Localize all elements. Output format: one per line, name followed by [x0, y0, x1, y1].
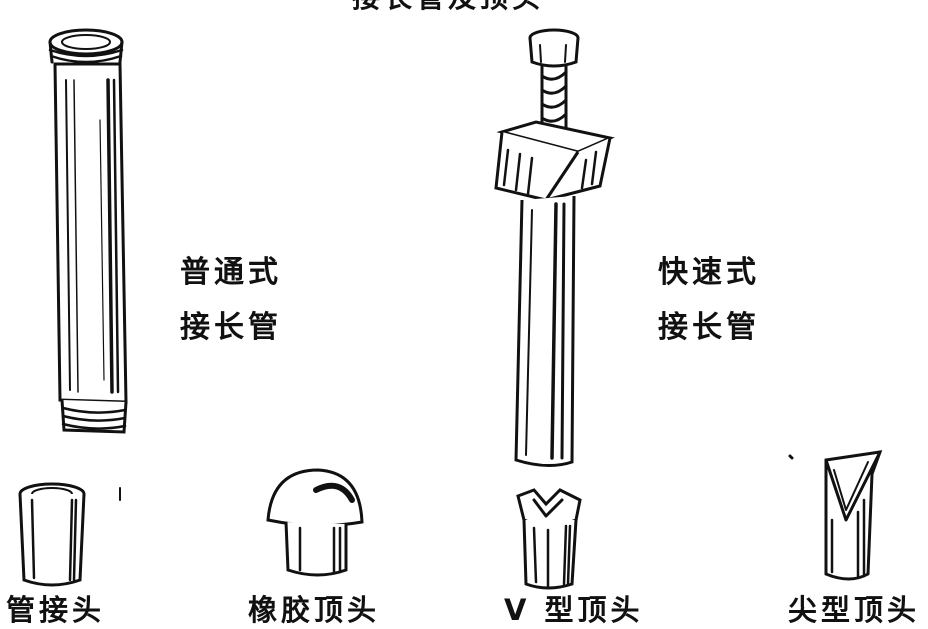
normal-pipe-label-line1: 普通式 [180, 255, 282, 290]
pipe-joint-label: 管接头 [6, 593, 106, 627]
rubber-tip [266, 468, 364, 577]
rubber-tip-label: 橡胶顶头 [248, 593, 381, 627]
normal-extension-pipe [48, 28, 128, 434]
normal-pipe-label-line2: 接长管 [180, 310, 282, 345]
pointed-tip [788, 450, 883, 581]
header-title: 接长管及顶头 [352, 0, 544, 12]
v-tip [516, 488, 582, 590]
quick-pipe-label-line1: 快速式 [658, 255, 760, 290]
quick-pipe-label-line2: 接长管 [658, 310, 760, 345]
quick-extension-pipe [494, 28, 615, 467]
v-tip-label: V 型顶头 [504, 593, 644, 627]
pointed-tip-label: 尖型顶头 [788, 593, 921, 627]
pipe-joint [18, 482, 121, 587]
